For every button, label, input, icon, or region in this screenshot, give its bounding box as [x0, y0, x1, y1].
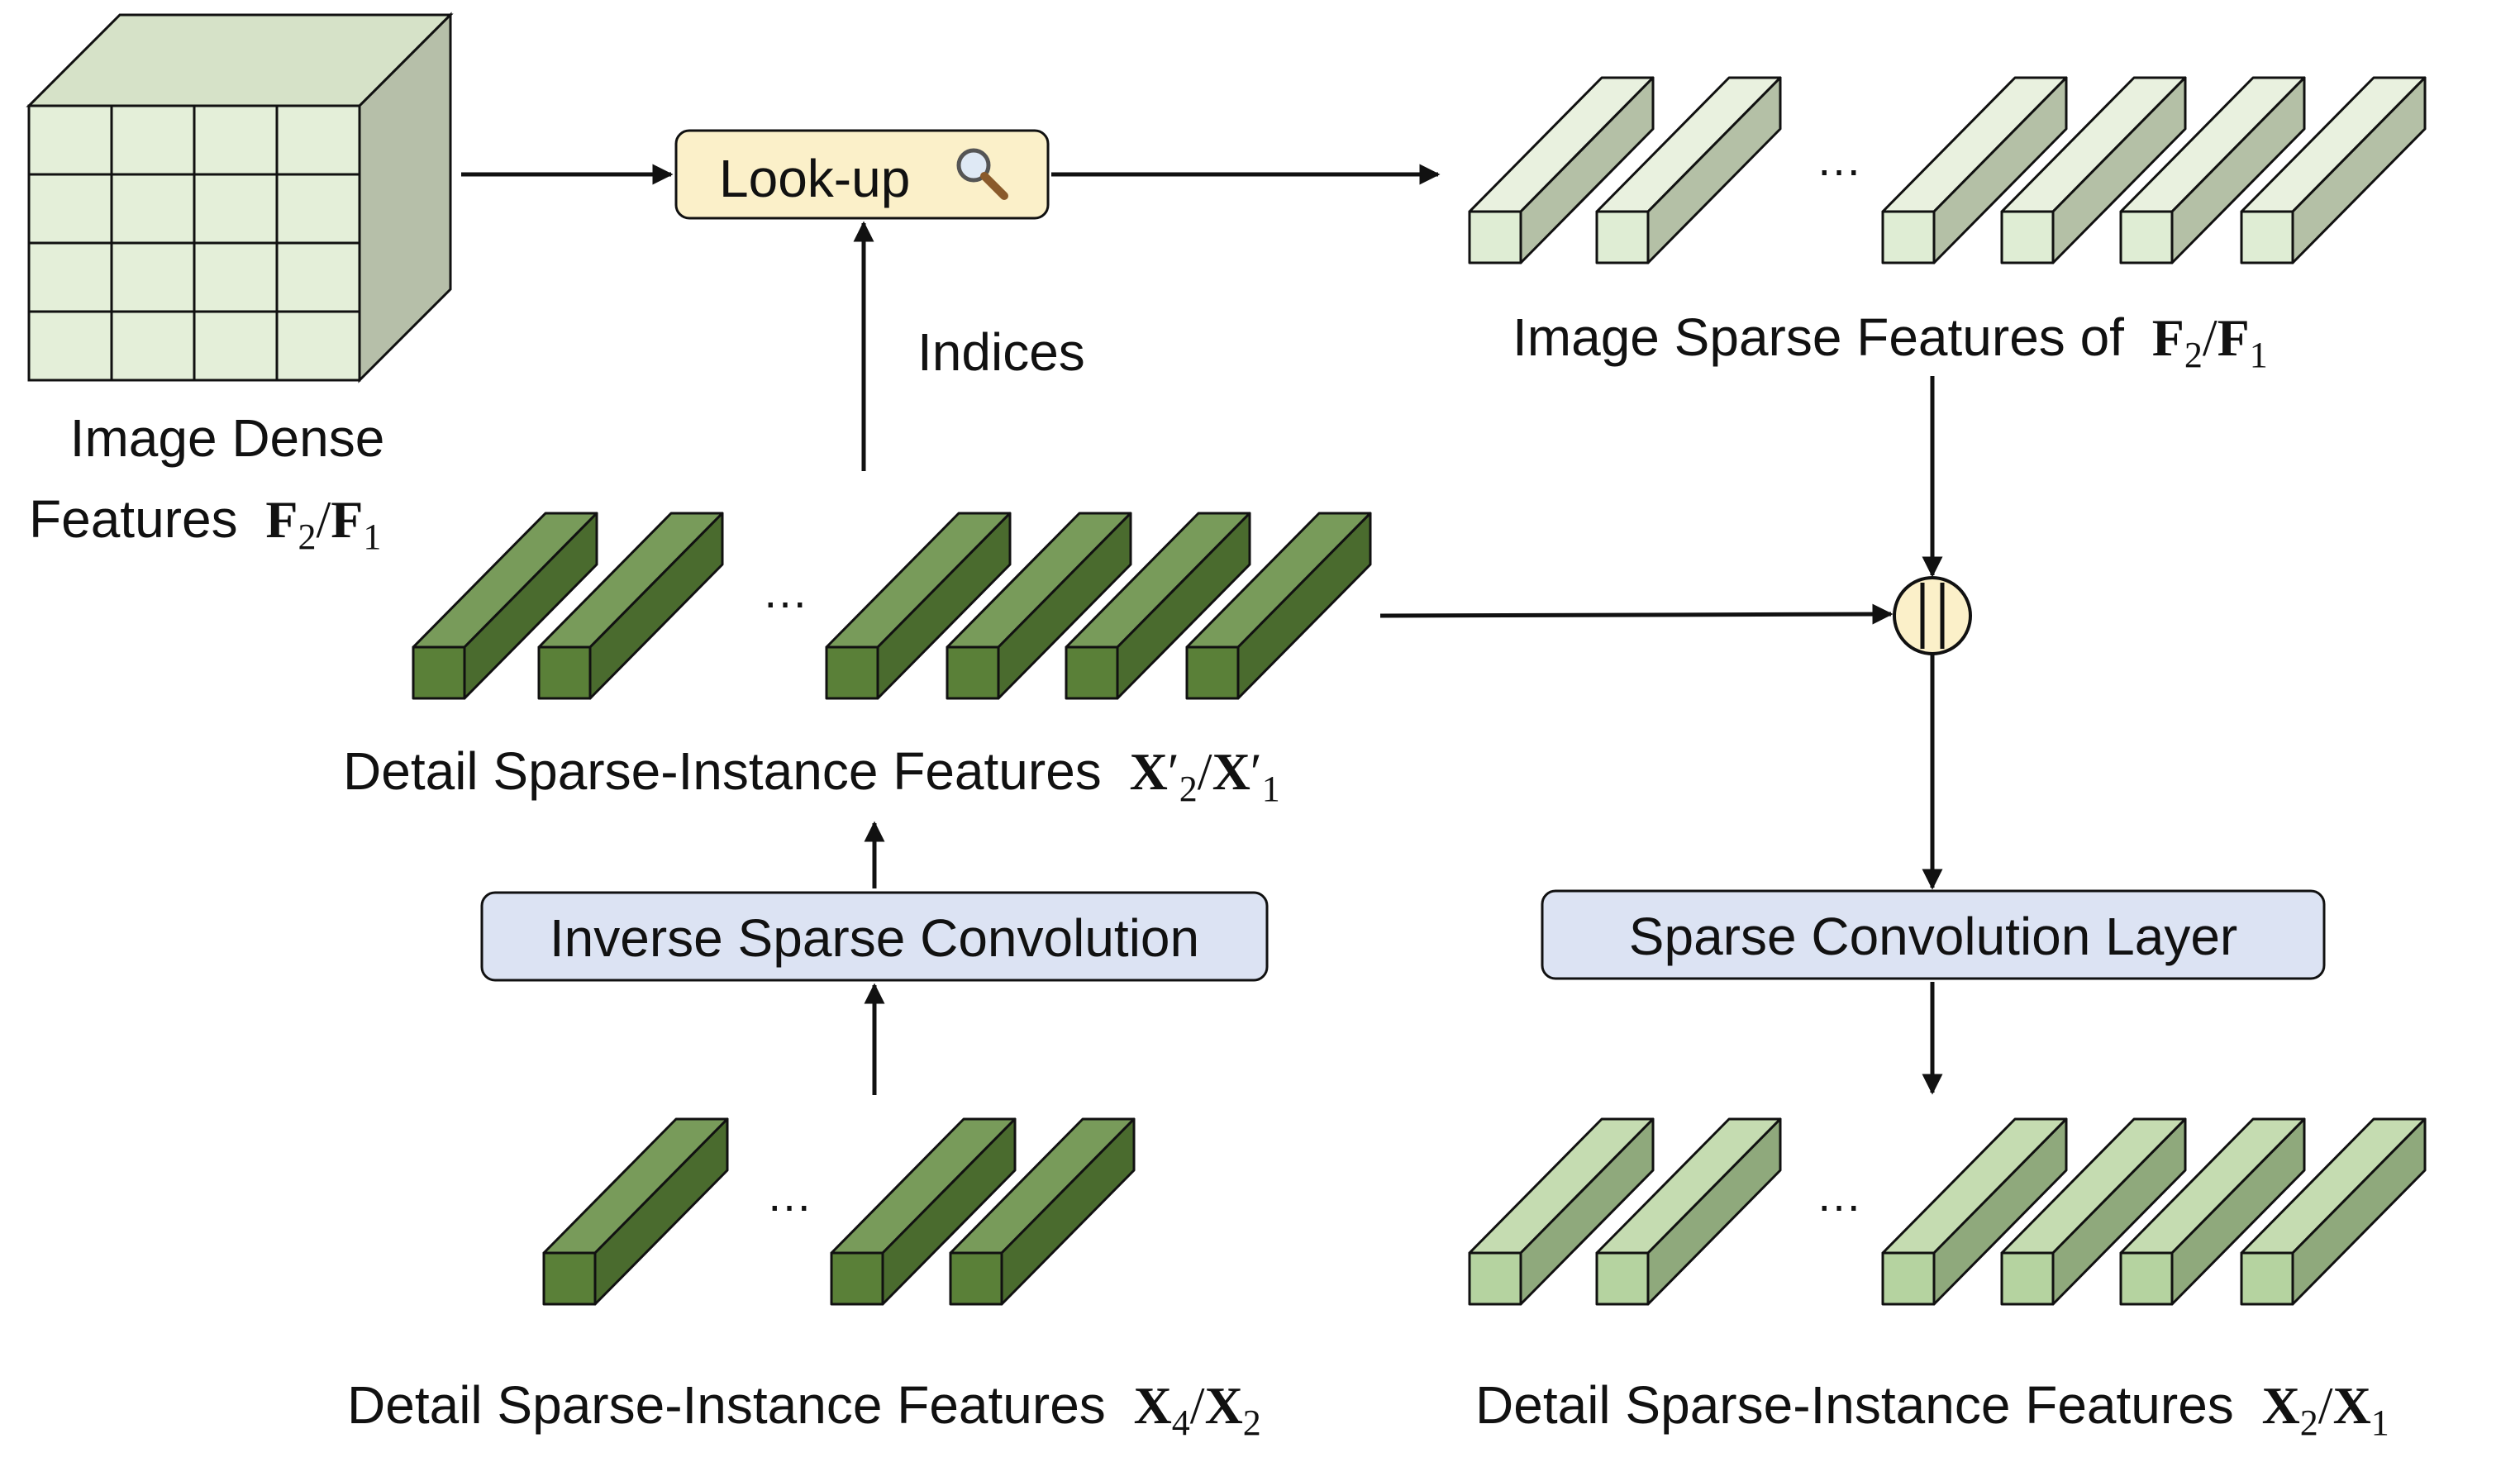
image-dense-label-line1: Image Dense [70, 408, 385, 468]
detail-bottom-left-feature-bars [542, 1117, 1136, 1306]
feature-bar [1881, 1117, 2068, 1306]
image-sparse-ellipsis: … [1816, 133, 1862, 185]
feature-bar-front [1595, 1251, 1650, 1306]
lookup-box-frame [674, 129, 1050, 220]
feature-bar-front [1881, 1251, 1936, 1306]
image-dense-label-line2: Features F2/F1 [29, 489, 381, 557]
lookup-box: Look-up [674, 129, 1050, 220]
indices-label: Indices [917, 322, 1085, 382]
detail-bottom-left-ellipsis: … [766, 1169, 812, 1221]
feature-bar-front [537, 645, 592, 700]
feature-bar [2000, 1117, 2187, 1306]
feature-bar-front [1881, 210, 1936, 264]
image-sparse-feature-bars [1468, 76, 2427, 264]
feature-bar [946, 512, 1132, 700]
feature-bar [542, 1117, 729, 1306]
detail-mid-ellipsis: … [762, 565, 808, 617]
feature-bar-front [1065, 645, 1119, 700]
feature-bar [2119, 1117, 2306, 1306]
feature-bar-front [2000, 1251, 2055, 1306]
feature-bar [2240, 1117, 2427, 1306]
image-sparse-label: Image Sparse Features of F2/F1 [1512, 307, 2268, 375]
detail-bottom-left-label: Detail Sparse-Instance Features X4/X2 [347, 1375, 1261, 1443]
feature-bar [2119, 76, 2306, 264]
feature-bar [412, 512, 598, 700]
inverse-conv-label: Inverse Sparse Convolution [550, 908, 1199, 968]
feature-bar [1881, 76, 2068, 264]
feature-bar [949, 1117, 1136, 1306]
detail-mid-label: Detail Sparse-Instance Features X′2/X′1 [343, 741, 1280, 809]
detail-bottom-right-ellipsis: … [1816, 1169, 1862, 1221]
dense-cube-grid [29, 106, 360, 380]
feature-bar [825, 512, 1012, 700]
sparse-conv-label: Sparse Convolution Layer [1629, 907, 2237, 966]
feature-bar-front [1468, 210, 1522, 264]
arrow-detail-to-concat [1379, 603, 1894, 625]
feature-bar-front [2119, 1251, 2174, 1306]
feature-bar [830, 1117, 1017, 1306]
lookup-label: Look-up [719, 149, 910, 208]
detail-bottom-right-label: Detail Sparse-Instance Features X2/X1 [1475, 1375, 2389, 1443]
feature-bar [1468, 76, 1655, 264]
feature-bar [1185, 512, 1372, 700]
inverse-sparse-convolution-box: Inverse Sparse Convolution [480, 891, 1269, 982]
feature-bar-front [542, 1251, 597, 1306]
feature-bar-front [1595, 210, 1650, 264]
feature-bar [1065, 512, 1251, 700]
feature-bar-front [825, 645, 879, 700]
feature-bar-front [412, 645, 466, 700]
feature-bar [1595, 1117, 1782, 1306]
detail-mid-feature-bars [412, 512, 1372, 700]
magnifier-icon [956, 148, 1008, 200]
feature-bar [2000, 76, 2187, 264]
feature-bar-front [1185, 645, 1240, 700]
sparse-conv-frame [1541, 889, 2326, 980]
arrows [461, 164, 1943, 1095]
feature-bar-front [2240, 210, 2294, 264]
feature-bar-front [2000, 210, 2055, 264]
feature-bar-front [830, 1251, 884, 1306]
feature-bar-front [2240, 1251, 2294, 1306]
inverse-conv-frame [480, 891, 1269, 982]
feature-bar-front [946, 645, 1000, 700]
sparse-convolution-layer-box: Sparse Convolution Layer [1541, 889, 2326, 980]
feature-bar [537, 512, 724, 700]
image-dense-features-cube [26, 12, 454, 383]
feature-bar [1468, 1117, 1655, 1306]
feature-bar [2240, 76, 2427, 264]
feature-bar-front [2119, 210, 2174, 264]
detail-bottom-right-feature-bars [1468, 1117, 2427, 1306]
feature-bar [1595, 76, 1782, 264]
feature-bar-front [949, 1251, 1003, 1306]
feature-bar-front [1468, 1251, 1522, 1306]
concat-icon [1893, 576, 1972, 655]
